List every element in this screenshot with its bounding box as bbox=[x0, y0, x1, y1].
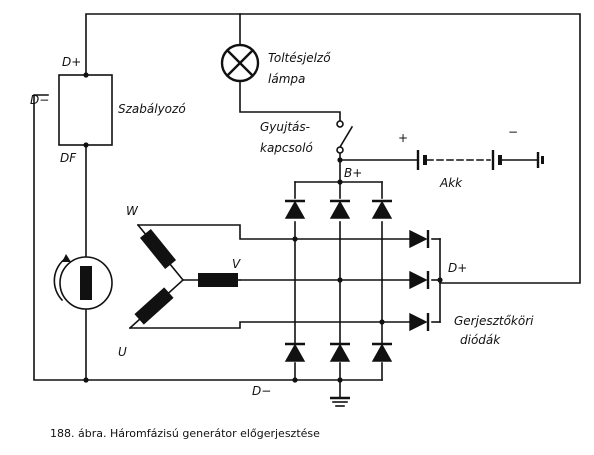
exciter-diodes bbox=[409, 229, 430, 332]
negative-diode bbox=[371, 342, 393, 362]
battery-label: Akk bbox=[439, 176, 463, 190]
stator-windings-icon bbox=[128, 223, 241, 330]
positive-diode bbox=[284, 199, 306, 219]
positive-diode bbox=[329, 199, 351, 219]
battery-minus-label: − bbox=[508, 125, 518, 139]
exciter-diode bbox=[409, 312, 430, 332]
phase-v-label: V bbox=[232, 257, 241, 271]
lamp-label-line1: Toltésjelző bbox=[268, 51, 331, 65]
negative-diodes bbox=[284, 342, 393, 362]
df-label: DF bbox=[60, 151, 77, 165]
rotor-winding-icon bbox=[53, 254, 113, 310]
regulator-dminus-label: D− bbox=[30, 93, 49, 107]
positive-diodes bbox=[284, 199, 393, 219]
battery-plus-label: + bbox=[398, 131, 408, 145]
exciter-diodes-label-line1: Gerjesztőköri bbox=[454, 314, 534, 328]
figure-caption: 188. ábra. Háromfázisú generátor előgerj… bbox=[50, 427, 320, 440]
regulator-dplus-label: D+ bbox=[62, 55, 81, 69]
lamp-label-line2: lámpa bbox=[268, 72, 305, 86]
ground-icon bbox=[330, 396, 350, 407]
battery-icon bbox=[416, 150, 544, 170]
exciter-dplus-label: D+ bbox=[448, 261, 467, 275]
negative-diode bbox=[329, 342, 351, 362]
junction-dots bbox=[83, 72, 443, 383]
regulator-label: Szabályozó bbox=[118, 102, 186, 116]
ignition-switch-icon bbox=[336, 120, 354, 154]
exciter-diode bbox=[409, 270, 430, 290]
switch-label-line2: kapcsoló bbox=[260, 141, 313, 155]
exciter-diode bbox=[409, 229, 430, 249]
phase-w-label: W bbox=[126, 204, 139, 218]
switch-label-line1: Gyujtás- bbox=[260, 120, 310, 134]
bplus-label: B+ bbox=[344, 166, 362, 180]
negative-diode bbox=[284, 342, 306, 362]
bottom-dminus-label: D− bbox=[252, 384, 271, 398]
regulator-box bbox=[58, 74, 113, 146]
phase-u-label: U bbox=[118, 345, 127, 359]
exciter-diodes-label-line2: diódák bbox=[460, 333, 501, 347]
positive-diode bbox=[371, 199, 393, 219]
charge-indicator-lamp-icon bbox=[220, 43, 260, 83]
